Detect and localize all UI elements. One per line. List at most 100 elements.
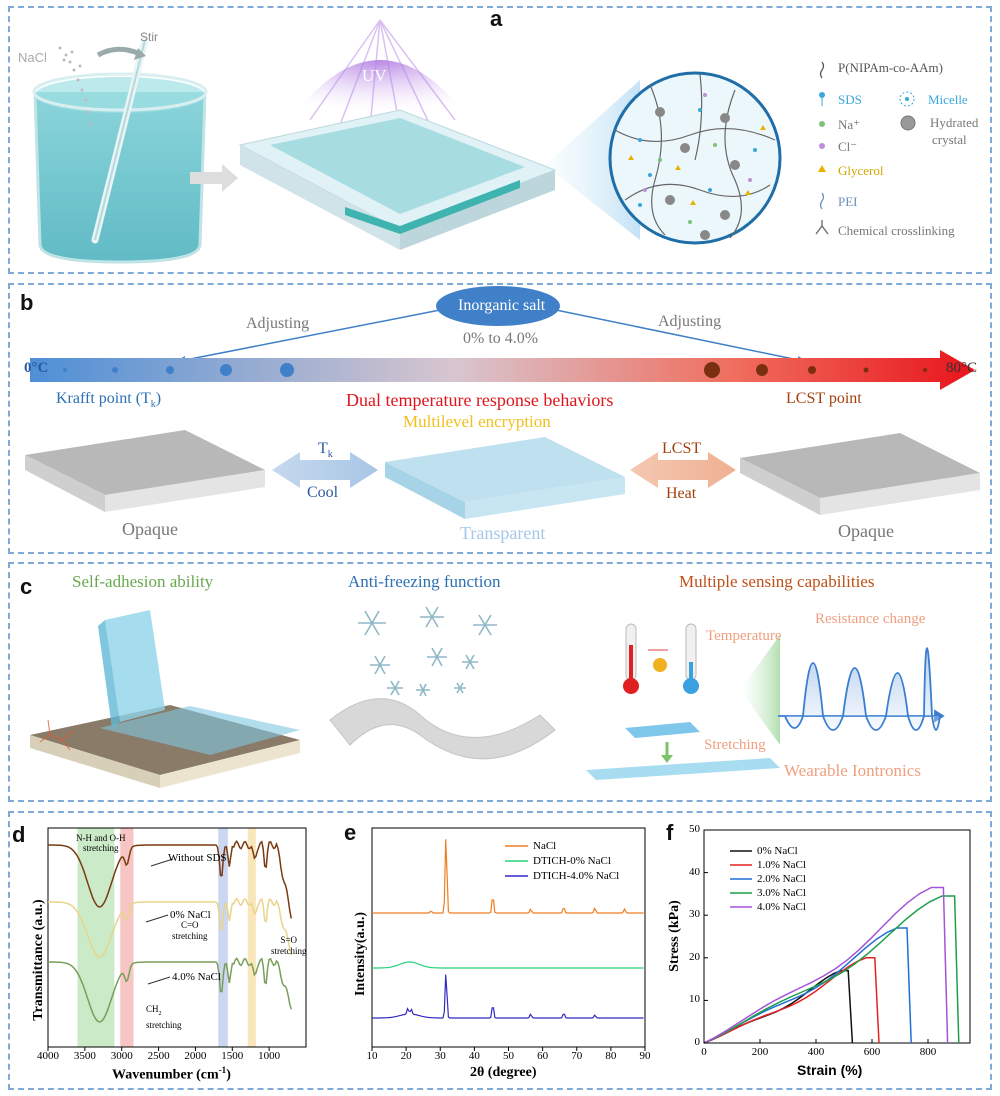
- xrd-legend-3: DTICH-4.0% NaCl: [533, 870, 620, 882]
- legend-sds: SDS: [838, 92, 862, 107]
- ftir-xtick-label-2: 3000: [110, 1050, 133, 1062]
- temp-start: 0°C: [24, 360, 49, 376]
- panel-d-label: d: [12, 822, 26, 847]
- cool-arrow: [272, 452, 378, 488]
- resistance-label: Resistance change: [815, 611, 926, 627]
- stir-label: Stir: [140, 30, 158, 44]
- xrd-xtick-label-3: 40: [468, 1050, 480, 1062]
- adhesion-substrate: [30, 610, 300, 788]
- panel-e-label: e: [344, 820, 357, 845]
- transparent-slab: [385, 437, 625, 519]
- ftir-band-0: [77, 828, 115, 1047]
- xrd-line-nacl: [372, 839, 644, 914]
- panel-c: [8, 562, 992, 802]
- tensile-line-3: [703, 895, 960, 1044]
- stretch-strips: [586, 722, 780, 780]
- beaker-icon: [32, 36, 208, 264]
- xrd-xtick-label-8: 90: [639, 1050, 651, 1062]
- xrd-xtick-label-4: 50: [503, 1050, 514, 1062]
- tensile-xtick-label-0: 0: [701, 1046, 707, 1058]
- ftir-band-2: [218, 828, 228, 1047]
- ftir-xtick-label-5: 1500: [221, 1050, 244, 1062]
- resistance-waves: [778, 647, 945, 731]
- xrd-legend-1: NaCl: [533, 840, 557, 852]
- cool-label: Cool: [307, 484, 339, 501]
- tensile-ytick-label-2: 20: [689, 950, 700, 963]
- opaque-right-label: Opaque: [838, 521, 894, 541]
- adjusting-right: Adjusting: [658, 313, 722, 330]
- ftir-series-label-3: 4.0% NaCl: [172, 971, 221, 983]
- flexible-film: [329, 698, 556, 760]
- tensile-ytick-label-5: 50: [689, 823, 700, 835]
- legend-crosslinking: Chemical crosslinking: [838, 223, 955, 238]
- tensile-line-4: [703, 886, 949, 1044]
- tensile-xtick-label-3: 600: [863, 1046, 881, 1058]
- tensile-legend-1: 0% NaCl: [757, 845, 798, 857]
- tensile-ytick-label-0: 0: [694, 1036, 701, 1048]
- tensile-legend-4: 3.0% NaCl: [757, 887, 806, 899]
- panel-c-label: c: [20, 574, 33, 599]
- ftir-xtick-label-1: 3500: [73, 1050, 96, 1062]
- xrd-xlabel: 2θ (degree): [470, 1065, 537, 1080]
- ftir-xtick-label-0: 4000: [37, 1050, 59, 1062]
- opaque-left-label: Opaque: [122, 519, 178, 539]
- tensile-xtick-label-4: 800: [919, 1046, 937, 1058]
- temp-end: 80°C: [946, 360, 978, 376]
- wearable-label: Wearable Iontronics: [784, 761, 921, 780]
- tensile-ytick-label-4: 40: [689, 865, 700, 878]
- ftir-series-pointer-2: [147, 976, 171, 985]
- process-arrow-icon: [190, 164, 238, 192]
- ftir-axes: [47, 827, 307, 1048]
- xrd-xtick-label-1: 20: [400, 1050, 412, 1062]
- ftir-xtick-label-4: 2000: [184, 1050, 207, 1062]
- ftir-series-label-1: Without SDS: [168, 852, 227, 864]
- xrd-ylabel: Intensity(a.u.): [353, 912, 368, 997]
- heat-label: Heat: [666, 485, 697, 502]
- xrd-xtick-label-0: 10: [366, 1050, 378, 1062]
- legend-na: Na⁺: [838, 117, 861, 132]
- opaque-slab-right: [740, 433, 980, 515]
- xrd-line-0-nacl: [372, 961, 644, 969]
- inorganic-salt-label: Inorganic salt: [458, 297, 546, 314]
- legend-micelle: Micelle: [928, 92, 968, 107]
- tensile-xtick-label-2: 400: [807, 1046, 825, 1058]
- tensile-ylabel: Stress (kPa): [667, 900, 682, 972]
- panel-c-illustration: [30, 606, 945, 788]
- stretching-label: Stretching: [704, 737, 766, 753]
- ftir-ylabel: Transmittance (a.u.): [31, 899, 46, 1021]
- adjusting-left: Adjusting: [246, 315, 310, 332]
- tensile-legend-3: 2.0% NaCl: [757, 873, 806, 885]
- nacl-label: NaCl: [18, 50, 47, 65]
- glass-mold-icon: [238, 109, 557, 250]
- legend-polymer: P(NIPAm-co-AAm): [838, 60, 943, 75]
- thermometer-icons: [623, 623, 699, 694]
- ftir-line-0-nacl: [48, 897, 293, 958]
- xrd-line-4-nacl: [372, 974, 644, 1019]
- multiple-sensing-title: Multiple sensing capabilities: [679, 572, 875, 591]
- ftir-xtick-label-3: 2500: [147, 1050, 170, 1062]
- panel-b-label: b: [20, 290, 34, 315]
- panel-f-label: f: [666, 820, 674, 845]
- legend-icons: [815, 61, 916, 235]
- heat-arrow: [630, 452, 736, 488]
- ftir-line-without-sds: [48, 840, 293, 919]
- panel-a-illustration: [32, 19, 916, 264]
- ftir-band-3: [247, 828, 256, 1047]
- tensile-axes: [703, 829, 971, 1044]
- ftir-series-pointer-0: [150, 858, 174, 867]
- ftir-xtick-label-6: 1000: [258, 1050, 281, 1062]
- temperature-label: Temperature: [706, 628, 782, 644]
- network-magnified-icon: [608, 71, 782, 245]
- xrd-xtick-label-2: 30: [434, 1050, 446, 1062]
- adjust-left-arrow: [174, 309, 441, 363]
- xrd-legend-2: DTICH-0% NaCl: [533, 855, 611, 867]
- panel-def: [8, 811, 992, 1090]
- anti-freezing-title: Anti-freezing function: [348, 572, 501, 591]
- tensile-xlabel: Strain (%): [797, 1062, 863, 1078]
- krafft-label: Krafft point (Tk): [56, 390, 162, 411]
- tensile-ytick-label-3: 30: [689, 908, 700, 921]
- tensile-line-1: [703, 957, 880, 1044]
